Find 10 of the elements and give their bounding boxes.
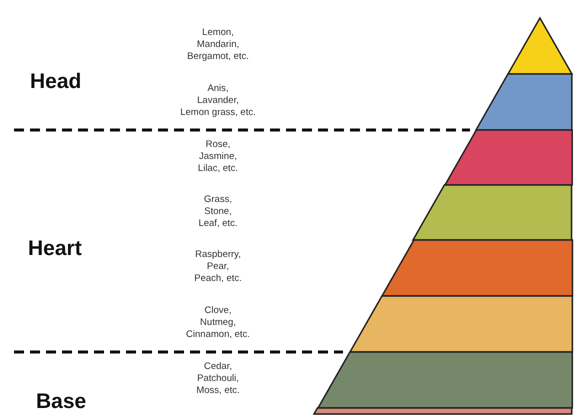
section-heading: Head [30,70,82,94]
section-heading: Heart [28,237,82,261]
note-text: Clove, Nutmeg, Cinnamon, etc. [185,305,251,341]
note-text: Grass, Stone, Leaf, etc. [197,194,239,230]
note-text: Raspberry, Pear, Peach, etc. [193,249,243,285]
note-text: Lemon, Mandarin, Bergamot, etc. [186,27,250,63]
section-heading: Base [36,390,86,414]
note-text: Cedar, Patchouli, Moss, etc. [195,361,241,397]
note-text: Rose, Jasmine, Lilac, etc. [196,139,240,175]
note-text: Anis, Lavander, Lemon grass, etc. [179,83,257,119]
